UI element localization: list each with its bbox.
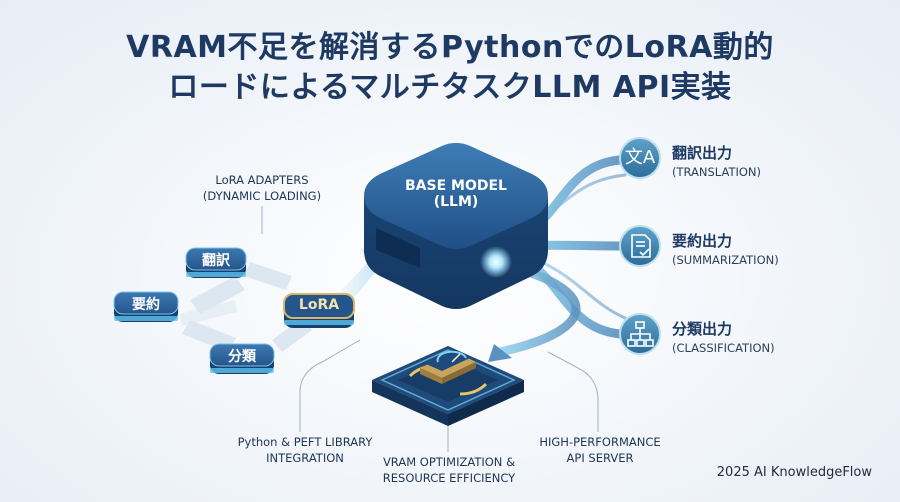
output-classification-sub: (CLASSIFICATION) bbox=[672, 341, 775, 355]
python-peft-line2: INTEGRATION bbox=[266, 451, 344, 465]
base-model-title: BASE MODEL bbox=[405, 178, 507, 194]
flow-summarize-translate bbox=[190, 276, 245, 314]
output-classification-title: 分類出力 bbox=[672, 320, 733, 338]
api-server-line2: API SERVER bbox=[566, 451, 634, 465]
flow-summarize-center bbox=[180, 300, 237, 326]
node-summarize: 要約 bbox=[132, 297, 160, 313]
output-translation-title: 翻訳出力 bbox=[672, 144, 733, 162]
hierarchy-icon bbox=[627, 321, 654, 347]
python-peft-caption: Python & PEFT LIBRARY INTEGRATION bbox=[220, 434, 390, 466]
lora-adapters-caption: LoRA ADAPTERS (DYNAMIC LOADING) bbox=[190, 172, 334, 204]
vram-line2: RESOURCE EFFICIENCY bbox=[382, 471, 516, 485]
vram-caption: VRAM OPTIMIZATION & RESOURCE EFFICIENCY bbox=[370, 454, 528, 486]
model-output-glow bbox=[480, 246, 512, 278]
leader-api bbox=[547, 351, 599, 432]
node-classify: 分類 bbox=[228, 349, 256, 365]
gauge-icon bbox=[436, 350, 467, 363]
node-summarize-shape bbox=[113, 291, 179, 322]
cycle-arrow-bottom bbox=[459, 382, 488, 396]
vram-line1: VRAM OPTIMIZATION & bbox=[382, 455, 516, 469]
api-server-caption: HIGH-PERFORMANCE API SERVER bbox=[530, 434, 670, 466]
node-translate: 翻訳 bbox=[202, 253, 230, 269]
node-lora: LoRA bbox=[298, 297, 340, 313]
title-line-1: VRAM不足を解消するPythonでのLoRA動的 bbox=[126, 30, 774, 65]
base-model-label: BASE MODEL (LLM) bbox=[396, 178, 516, 210]
output-summarization-title: 要約出力 bbox=[672, 232, 733, 250]
model-input-slot bbox=[376, 228, 420, 268]
lora-adapters-line2: (DYNAMIC LOADING) bbox=[202, 189, 322, 203]
output-summarization-sub: (SUMMARIZATION) bbox=[672, 253, 779, 267]
base-model-cube bbox=[364, 143, 548, 309]
node-classify-shape bbox=[209, 343, 275, 374]
base-model-subtitle: (LLM) bbox=[433, 194, 479, 210]
node-lora-shape bbox=[283, 293, 355, 328]
output-summarization: 要約出力 (SUMMARIZATION) bbox=[672, 230, 779, 267]
api-server-line1: HIGH-PERFORMANCE bbox=[539, 435, 661, 449]
footer-credit: 2025 AI KnowledgeFlow bbox=[716, 465, 872, 480]
stream-api-server bbox=[495, 261, 581, 357]
node-translate-shape bbox=[185, 247, 247, 278]
flow-translate-lora bbox=[244, 262, 292, 290]
output-translation-sub: (TRANSLATION) bbox=[672, 165, 762, 179]
python-peft-line1: Python & PEFT LIBRARY bbox=[237, 435, 373, 449]
translate-icon: 文A bbox=[624, 147, 656, 168]
leader-python-peft bbox=[299, 339, 361, 432]
document-check-icon bbox=[631, 234, 651, 258]
title-line-2: ロードによるマルチタスクLLM API実装 bbox=[168, 70, 732, 105]
lora-adapters-line1: LoRA ADAPTERS bbox=[215, 173, 309, 187]
output-translation: 翻訳出力 (TRANSLATION) bbox=[672, 142, 761, 179]
api-arrow-head bbox=[488, 344, 512, 362]
vram-platform bbox=[372, 346, 524, 426]
output-classification: 分類出力 (CLASSIFICATION) bbox=[672, 318, 775, 355]
